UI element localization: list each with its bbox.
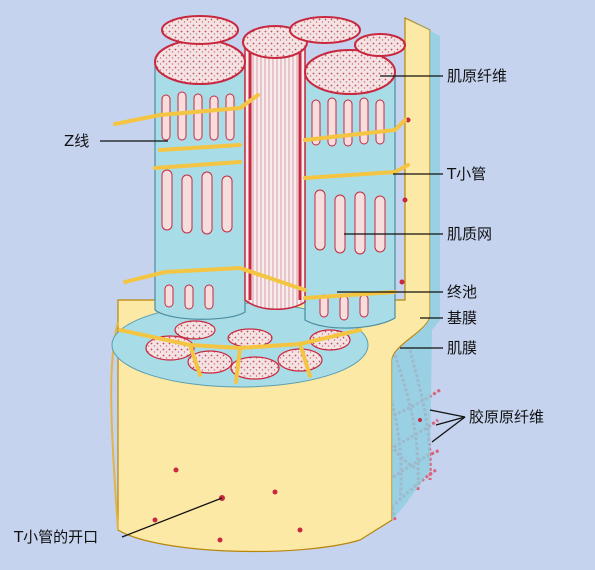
label-sarcoplasmic-reticulum: 肌质网 bbox=[447, 225, 493, 243]
leader-lines bbox=[100, 75, 466, 538]
label-myofibril: 肌原纤维 bbox=[447, 67, 508, 85]
leader-collagen-1 bbox=[429, 409, 466, 418]
label-basement-membrane: 基膜 bbox=[447, 309, 478, 327]
leader-t-tubule-opening bbox=[121, 497, 223, 538]
t-tubule-openings bbox=[152, 117, 422, 543]
leader-collagen-2 bbox=[435, 416, 466, 426]
t-tubules bbox=[113, 93, 410, 300]
label-z-line: Z线 bbox=[64, 132, 90, 150]
label-terminal-cisterna: 终池 bbox=[447, 283, 478, 301]
label-t-tubule-opening: T小管的开口 bbox=[14, 528, 99, 546]
cross-section-disc bbox=[111, 302, 369, 388]
label-t-tubule: T小管 bbox=[447, 165, 487, 183]
leader-collagen-3 bbox=[431, 416, 466, 443]
myofibril-bundles bbox=[154, 15, 406, 329]
label-collagen-fibril: 胶原原纤维 bbox=[469, 408, 545, 426]
label-sarcolemma: 肌膜 bbox=[447, 339, 478, 357]
